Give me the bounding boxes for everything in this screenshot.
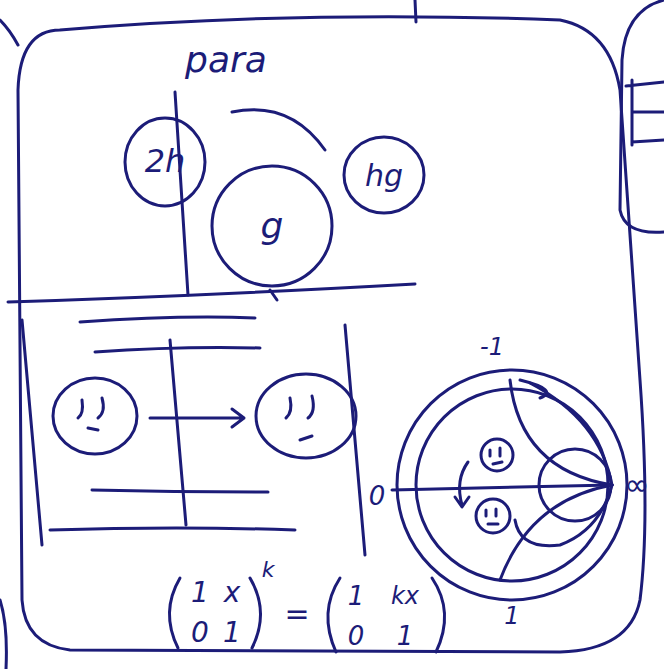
divider [8, 284, 415, 302]
paren [250, 578, 261, 648]
handwritten-label: = [284, 597, 309, 630]
geodesic [510, 380, 612, 485]
face [53, 378, 137, 454]
strip-line [170, 340, 186, 525]
paren [432, 578, 445, 652]
diameter [392, 485, 612, 490]
face [481, 439, 513, 471]
handwritten-label: 0 [369, 482, 386, 511]
handwritten-label: para [185, 40, 267, 80]
handwritten-label: 0 [191, 618, 209, 649]
circle-node: hg [342, 135, 426, 215]
handwritten-label: 1 [504, 603, 519, 629]
frame [18, 17, 645, 652]
edge-mark [0, 600, 6, 669]
handwritten-label: ∞ [625, 468, 650, 501]
handwritten-label: -1 [480, 334, 504, 360]
node-text: g [261, 206, 284, 246]
node-text: 2h [145, 144, 186, 179]
paren [169, 578, 180, 648]
handwritten-label: k [262, 558, 275, 582]
strip-line [95, 348, 260, 353]
handwritten-label: kx [391, 583, 419, 609]
face [476, 499, 510, 533]
face [256, 374, 356, 458]
circle-node: 2h [123, 116, 207, 208]
strip-line [22, 320, 42, 545]
strip-line [80, 317, 255, 322]
strip-line [50, 528, 295, 530]
geodesic [500, 485, 612, 580]
geodesic [515, 485, 612, 546]
strip-line [92, 490, 268, 492]
side-panel [620, 0, 664, 232]
node-text: hg [365, 159, 403, 192]
handwritten-label: 0 [348, 622, 365, 651]
mark [520, 380, 547, 398]
arc [232, 110, 325, 150]
handwritten-label: 1 [191, 578, 209, 609]
handwritten-label: 1 [397, 622, 414, 651]
side-panel-mark [626, 80, 664, 145]
tick [270, 290, 277, 300]
edge-mark [0, 20, 18, 45]
paren [328, 578, 340, 652]
handwritten-label: 1 [223, 618, 241, 649]
arrow [150, 409, 244, 427]
handwritten-label: x [224, 578, 241, 609]
handwritten-label: 1 [348, 582, 365, 611]
arrow [455, 462, 469, 507]
circle-node: g [210, 164, 334, 288]
frame-tick [415, 0, 416, 22]
